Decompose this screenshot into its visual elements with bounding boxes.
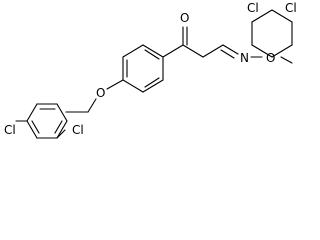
chlorine-label: Cl [4,123,16,137]
chemical-structure-diagram: O N O Cl Cl O Cl Cl [4,1,297,139]
left-dichlorophenyl-ring [15,103,68,139]
oxime-oxygen-label: O [266,51,275,65]
carbonyl-oxygen-label: O [180,11,189,25]
oxime-linkage [220,44,293,64]
right-dichlorophenyl-ring [251,9,293,58]
chlorine-label: Cl [285,1,297,15]
ether-oxygen-label: O [96,86,105,100]
chlorine-label: Cl [247,1,259,15]
oxime-nitrogen-label: N [240,51,249,65]
ketone-chain [162,26,224,58]
ether-linkage [65,79,124,113]
chlorine-label: Cl [72,123,84,137]
central-benzene-ring [122,44,164,93]
